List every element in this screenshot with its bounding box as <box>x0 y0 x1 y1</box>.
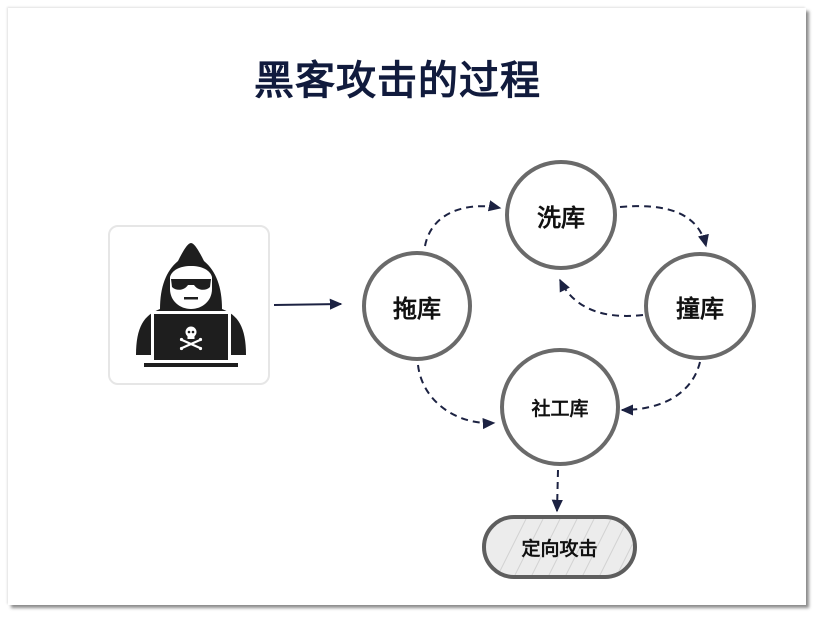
arrow-tuoku-to-xiku <box>424 200 502 247</box>
node-zhuangku-label: 撞库 <box>676 294 724 323</box>
node-xiku: 洗库 <box>505 160 617 270</box>
arrow-zhuangku-to-shegongku <box>620 361 701 416</box>
skull-crossbones-icon <box>179 326 203 351</box>
node-xiku-label: 洗库 <box>537 203 585 232</box>
hacker-icon <box>136 243 246 367</box>
arrow-tuoku-to-shegongku <box>417 364 496 430</box>
arrow-shegongku-to-attack <box>551 469 563 513</box>
outcome-node: 定向攻击 <box>482 515 637 579</box>
hacker-panel <box>108 225 270 385</box>
hatch-texture <box>497 519 633 575</box>
arrow-xiku-to-zhuangku <box>619 205 709 248</box>
arrow-hacker-to-tuoku <box>273 298 343 310</box>
diagram-title: 黑客攻击的过程 <box>254 58 541 104</box>
node-shegongku: 社工库 <box>500 348 620 466</box>
node-tuoku-label: 拖库 <box>393 294 441 323</box>
outcome-label: 定向攻击 <box>521 537 598 560</box>
node-shegongku-label: 社工库 <box>531 397 589 420</box>
node-zhuangku: 撞库 <box>644 252 756 360</box>
arrow-zhuangku-to-xiku <box>559 278 644 317</box>
node-tuoku: 拖库 <box>362 251 472 361</box>
